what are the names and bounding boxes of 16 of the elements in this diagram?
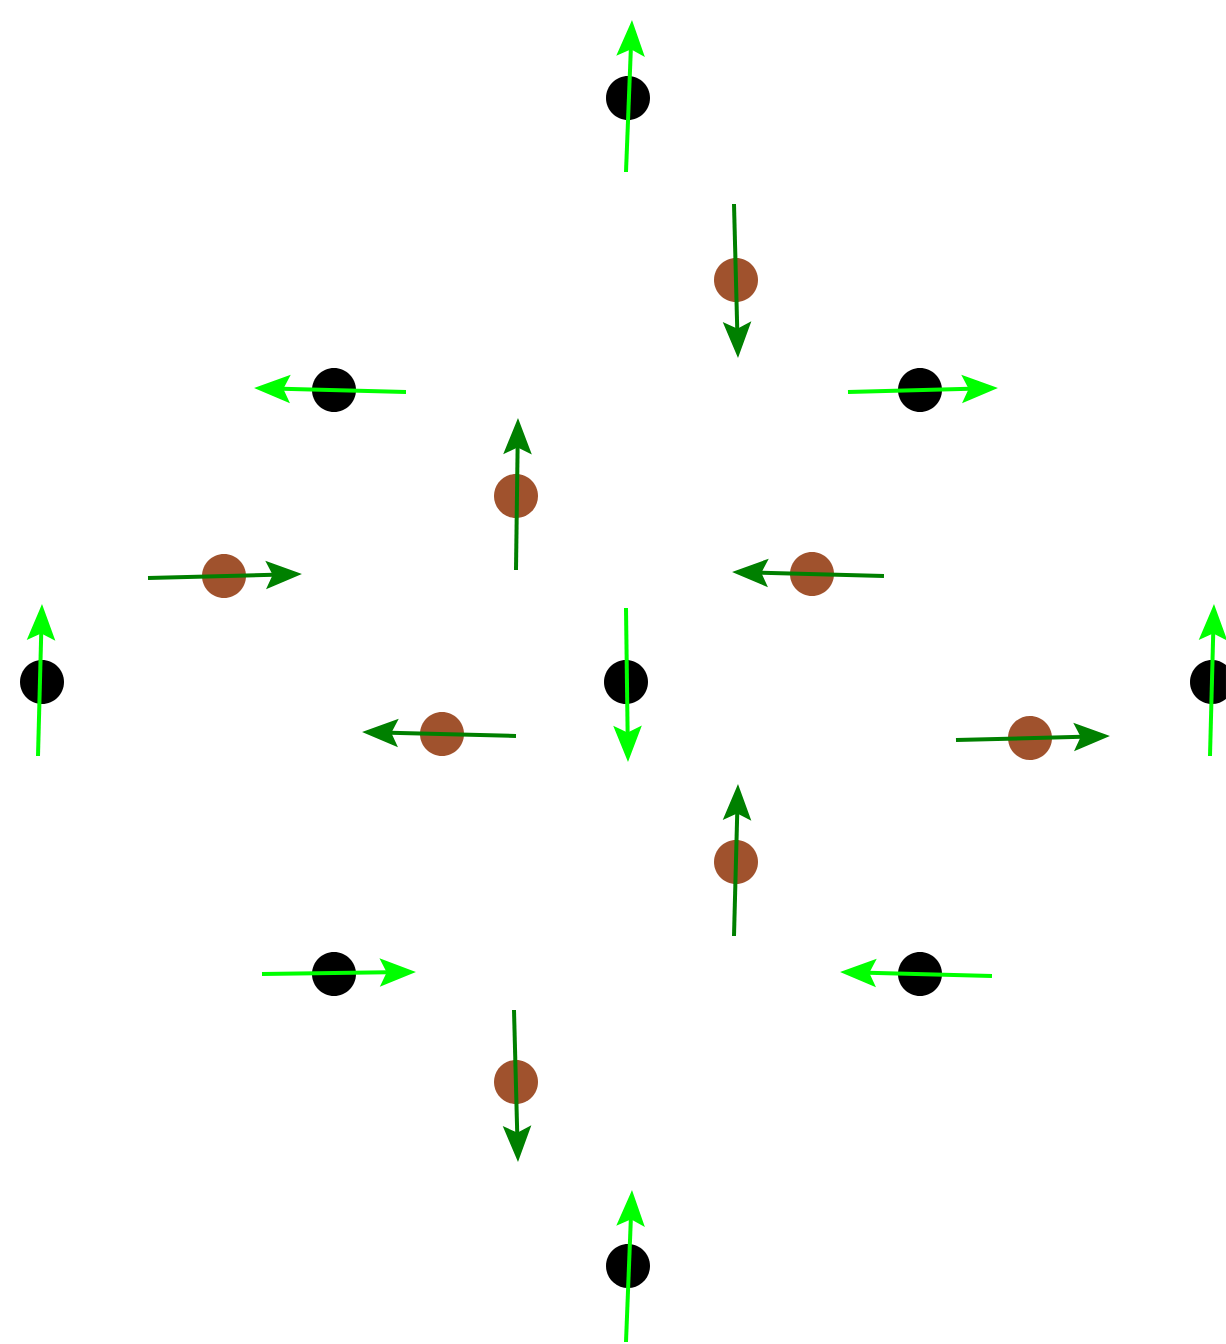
dot [1008,716,1052,760]
dot [606,1244,650,1288]
dot [494,474,538,518]
dot [494,1060,538,1104]
dot [790,552,834,596]
dot [898,368,942,412]
dot [202,554,246,598]
dot [420,712,464,756]
dot [604,660,648,704]
dot [312,952,356,996]
dot [714,258,758,302]
dot [898,952,942,996]
dot [312,368,356,412]
dot [606,76,650,120]
dot [714,840,758,884]
dot [20,660,64,704]
